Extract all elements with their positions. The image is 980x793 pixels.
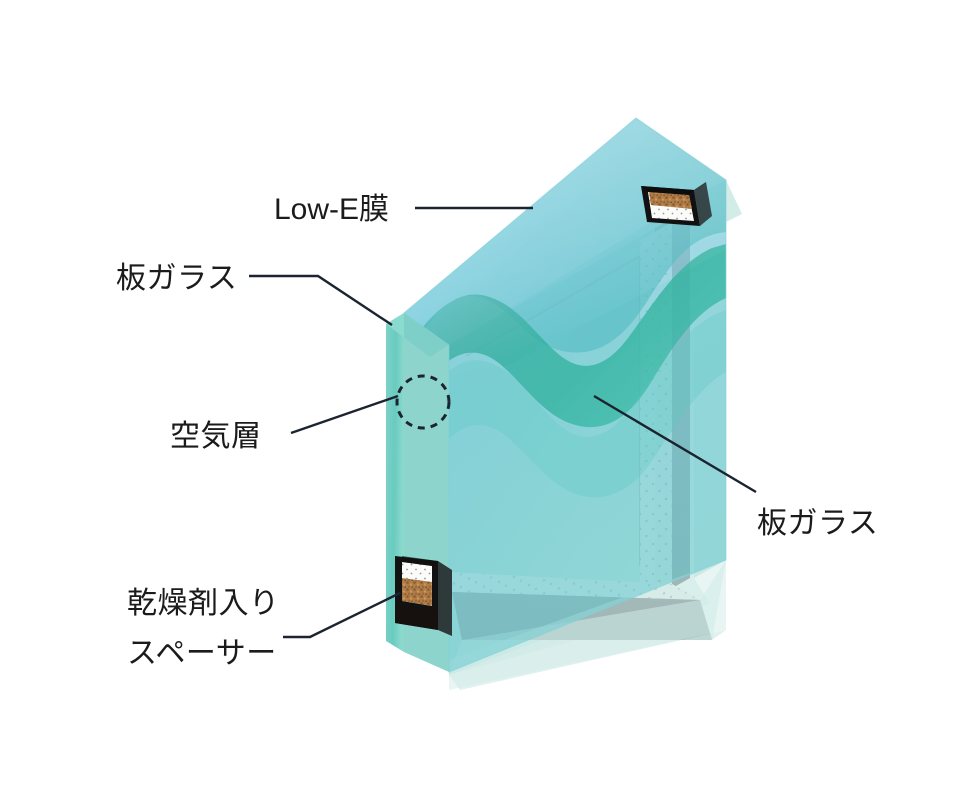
label-spacer-line1: 乾燥剤入り bbox=[127, 587, 280, 620]
label-spacer-line2: スペーサー bbox=[127, 637, 277, 670]
leader-lines bbox=[249, 206, 757, 639]
label-plate-glass-rear: 板ガラス bbox=[757, 507, 878, 540]
label-low-e-film: Low-E膜 bbox=[274, 193, 389, 226]
air-layer-callout-circle bbox=[395, 374, 451, 430]
spacer-bottom-cutaway bbox=[395, 556, 452, 636]
spacer-top-cutaway bbox=[641, 182, 712, 226]
label-plate-glass-front: 板ガラス bbox=[116, 262, 237, 295]
front-pane-outline bbox=[403, 117, 727, 673]
leader-plate-glass-rear bbox=[593, 394, 757, 494]
rear-glass-bottom-skin bbox=[449, 560, 726, 690]
leader-spacer bbox=[283, 591, 401, 639]
leader-air-layer bbox=[290, 394, 399, 435]
leader-plate-glass-front bbox=[249, 274, 393, 327]
label-air-layer: 空気層 bbox=[170, 420, 262, 453]
